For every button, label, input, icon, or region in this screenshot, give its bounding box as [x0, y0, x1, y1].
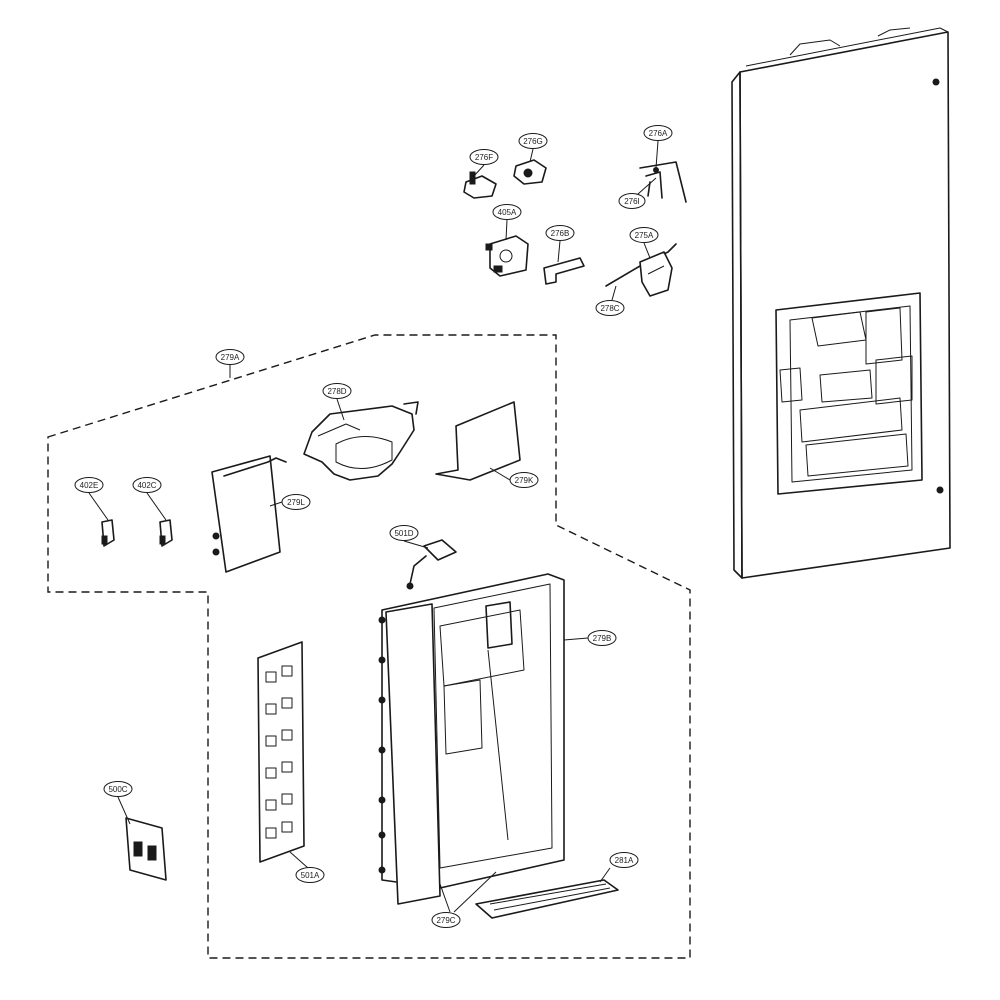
label-279c: 279C: [436, 916, 455, 925]
callout-276a: 276A: [643, 125, 673, 141]
door-panel: [731, 27, 951, 579]
callout-405a: 405A: [492, 204, 522, 220]
label-279b: 279B: [593, 634, 612, 643]
callout-501a: 501A: [295, 867, 325, 883]
callout-279l: 279L: [281, 494, 311, 510]
label-275a: 275A: [635, 231, 654, 240]
label-501a: 501A: [301, 871, 320, 880]
label-402c: 402C: [137, 481, 156, 490]
leader-lines: [88, 140, 659, 913]
callout-279b: 279B: [587, 630, 617, 646]
part-501d: [406, 539, 457, 590]
callout-500c: 500C: [103, 781, 133, 797]
callout-279k: 279K: [509, 472, 539, 488]
part-279k: [435, 401, 521, 481]
label-279l: 279L: [287, 498, 305, 507]
callout-278d: 278D: [322, 383, 352, 399]
label-276g: 276G: [523, 137, 543, 146]
part-500c: [125, 817, 167, 881]
label-279a: 279A: [221, 353, 240, 362]
part-275a: [605, 243, 677, 297]
callout-276b: 276B: [545, 225, 575, 241]
callout-279c: 279C: [431, 912, 461, 928]
label-405a: 405A: [498, 208, 517, 217]
label-276f: 276F: [475, 153, 493, 162]
part-281a: [475, 879, 619, 919]
part-279b: [378, 573, 565, 905]
part-278d: [303, 401, 419, 481]
label-501d: 501D: [394, 529, 413, 538]
part-402e: [101, 519, 115, 547]
label-278d: 278D: [327, 387, 346, 396]
label-281a: 281A: [615, 856, 634, 865]
assembly-279a-outline: [47, 334, 691, 959]
callout-275a: 275A: [629, 227, 659, 243]
callout-278c: 278C: [595, 300, 625, 316]
label-279k: 279K: [515, 476, 534, 485]
callout-276g: 276G: [518, 133, 548, 149]
label-278c: 278C: [600, 304, 619, 313]
label-500c: 500C: [108, 785, 127, 794]
callout-402e: 402E: [74, 477, 104, 493]
part-279l: [211, 455, 287, 573]
callout-279a: 279A: [215, 349, 245, 365]
callout-402c: 402C: [132, 477, 162, 493]
callout-276f: 276F: [469, 149, 499, 165]
part-405a: [485, 235, 529, 277]
callout-276i: 276I: [618, 193, 646, 209]
callout-501d: 501D: [389, 525, 419, 541]
part-276g: [513, 159, 547, 185]
label-276a: 276A: [649, 129, 668, 138]
part-276a: [639, 161, 687, 203]
callout-281a: 281A: [609, 852, 639, 868]
part-276f: [463, 171, 497, 199]
part-402c: [159, 519, 173, 547]
label-276i: 276I: [624, 197, 640, 206]
label-276b: 276B: [551, 229, 570, 238]
part-276b: [543, 257, 585, 285]
label-402e: 402E: [80, 481, 99, 490]
part-501a: [257, 641, 305, 863]
